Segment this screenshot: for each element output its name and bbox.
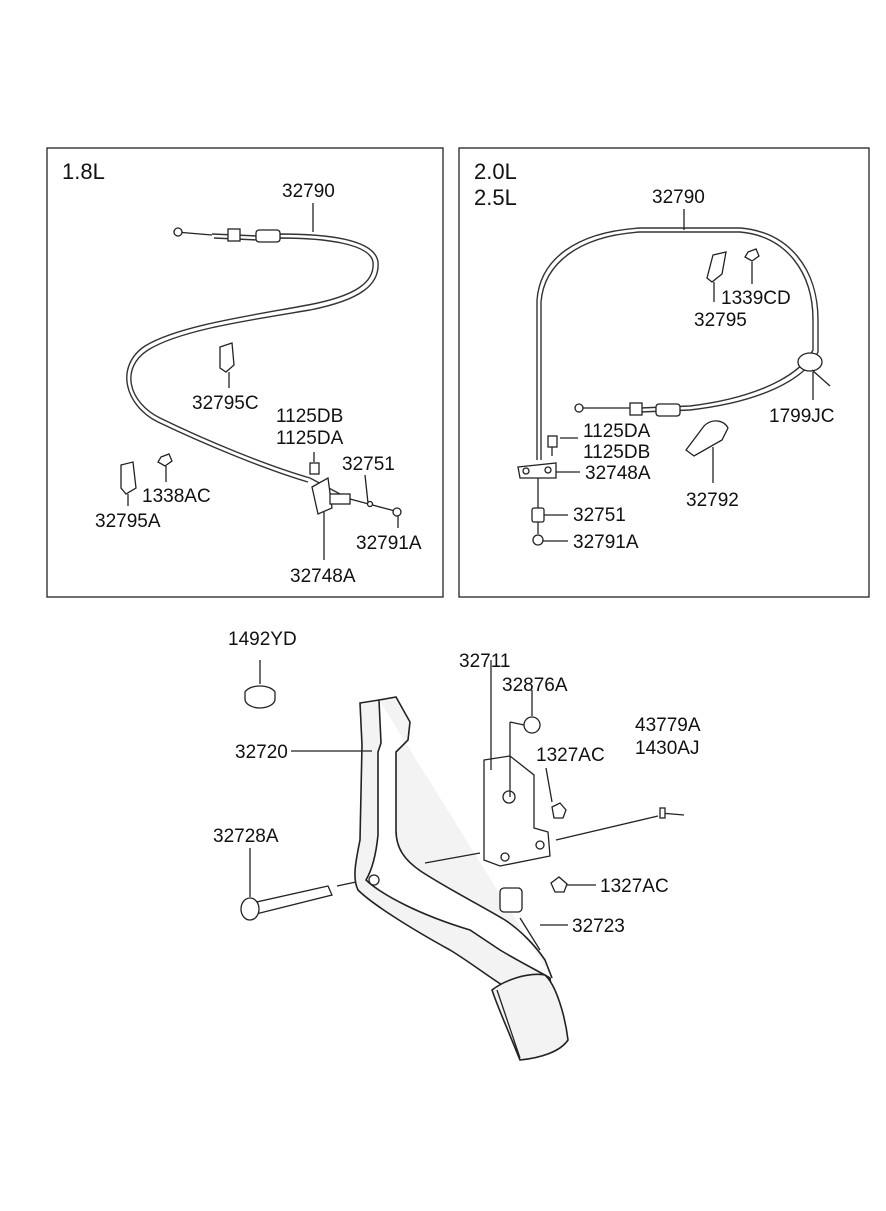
label-32711: 32711	[459, 651, 510, 672]
clip-32792	[685, 420, 729, 457]
bolt-32876a	[509, 716, 541, 734]
label-1430aj: 1430AJ	[635, 738, 699, 759]
accelerator-pedal-arm-32720	[354, 696, 569, 1061]
spring-32723	[499, 887, 523, 913]
label-32720: 32720	[235, 742, 288, 763]
label-1125da-left: 1125DA	[276, 428, 344, 449]
label-1327ac-top: 1327AC	[536, 745, 605, 766]
label-32792: 32792	[686, 490, 739, 511]
label-1338ac: 1338AC	[142, 486, 211, 507]
label-32795c: 32795C	[192, 393, 259, 414]
label-32748a-left: 32748A	[290, 566, 356, 587]
clip-32795a	[120, 461, 137, 495]
label-1339cd: 1339CD	[721, 288, 791, 309]
label-1327ac-bottom: 1327AC	[600, 876, 669, 897]
nut-1339cd	[744, 248, 760, 262]
bracket-32711	[483, 660, 551, 867]
label-1125db-right: 1125DB	[583, 442, 650, 463]
panel-1-8l-frame	[46, 147, 444, 598]
clip-32795c	[219, 342, 235, 373]
accelerator-cable-2-0l	[536, 227, 831, 460]
accelerator-cable-1-8l	[126, 227, 379, 495]
label-32728a: 32728A	[213, 826, 279, 847]
pin-43779a	[659, 807, 685, 819]
nut-1338ac	[157, 453, 173, 467]
label-43779a: 43779A	[635, 715, 701, 736]
label-32751-right: 32751	[573, 505, 626, 526]
engine-label-2-5l: 2.5L	[474, 185, 517, 210]
label-1125db-left: 1125DB	[276, 406, 343, 427]
label-32751-left: 32751	[342, 454, 395, 475]
stopper-cap-1492yd	[244, 660, 276, 709]
label-32748a-right: 32748A	[585, 463, 651, 484]
engine-label-2-0l: 2.0L	[474, 159, 517, 184]
label-32791a-right: 32791A	[573, 532, 639, 553]
clip-32795-right	[706, 251, 727, 283]
label-32790-left: 32790	[282, 181, 335, 202]
label-32795-right: 32795	[694, 310, 747, 331]
bolt-1125da-right	[547, 435, 558, 456]
label-1125da-right: 1125DA	[583, 421, 651, 442]
engine-label-1-8l: 1.8L	[62, 159, 105, 184]
label-1799jc: 1799JC	[769, 406, 835, 427]
label-32876a: 32876A	[502, 675, 568, 696]
nut-1327ac-bottom	[550, 876, 568, 893]
label-32795a: 32795A	[95, 511, 161, 532]
label-32723: 32723	[572, 916, 625, 937]
label-32790-right: 32790	[652, 187, 705, 208]
panel-2-0l-2-5l-frame	[458, 147, 870, 598]
bracket-32748a-left	[311, 476, 402, 517]
nut-1327ac-top	[551, 802, 567, 819]
label-1492yd: 1492YD	[228, 629, 297, 650]
pivot-pin-32728a	[240, 885, 333, 921]
label-32791a-left: 32791A	[356, 533, 422, 554]
bracket-32748a-right	[517, 462, 557, 546]
bolt-1125db-left	[309, 452, 320, 475]
